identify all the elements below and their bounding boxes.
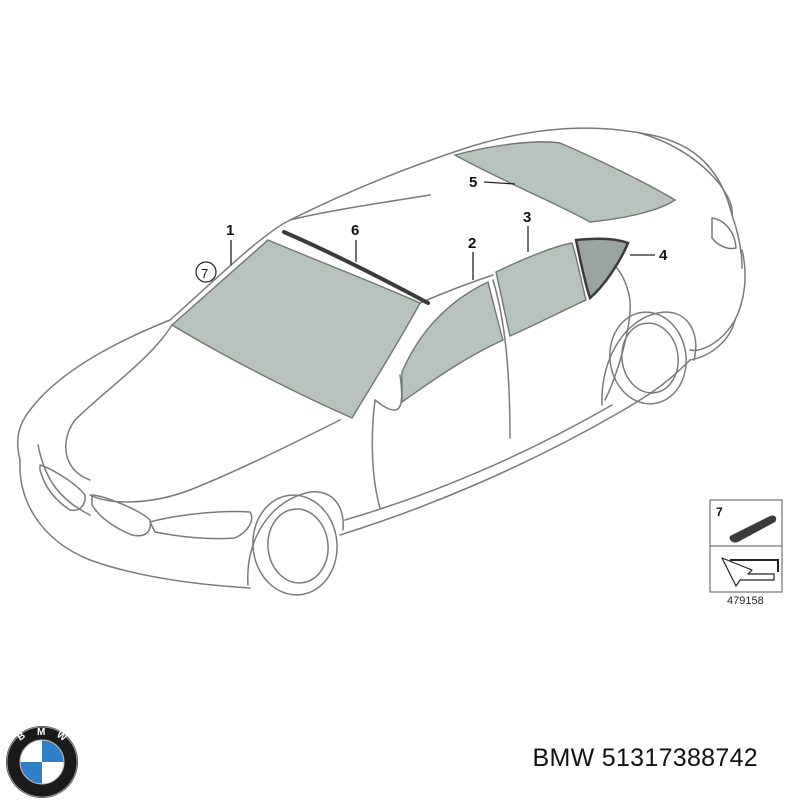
rear-door-glass: [495, 242, 587, 337]
front-door-glass: [401, 281, 504, 404]
callout-5: 5: [469, 174, 477, 191]
rear-window-glass: [453, 141, 677, 223]
callout-4: 4: [659, 247, 668, 264]
leader-lines: [230, 181, 655, 280]
bmw-logo: B M W: [6, 726, 78, 798]
legend-box: 7 479158: [709, 499, 783, 607]
callout-1: 1: [226, 222, 234, 239]
callout-7-circle: [195, 261, 217, 283]
leader-5: [483, 181, 516, 185]
car-body: [17, 127, 746, 596]
windshield-glass: [170, 239, 421, 419]
quarter-glass: [574, 237, 630, 301]
roof-seal-strip: [282, 230, 430, 305]
seal-profile-icon: [729, 515, 777, 543]
diagram-reference-id: 479158: [727, 595, 764, 607]
part-number-caption: BMW 51317388742: [532, 744, 758, 772]
install-arrow-icon: [721, 557, 775, 587]
callout-2: 2: [468, 235, 476, 252]
callout-6: 6: [351, 222, 359, 239]
legend-number: 7: [716, 505, 723, 519]
callout-7: 7: [201, 266, 208, 281]
callout-3: 3: [523, 209, 531, 226]
svg-text:M: M: [37, 727, 45, 738]
